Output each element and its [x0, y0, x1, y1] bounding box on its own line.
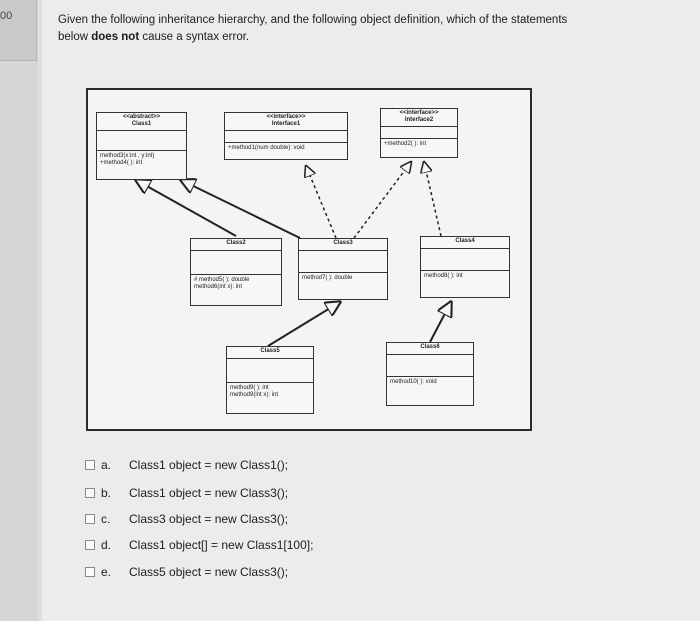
option-a[interactable]: a. Class1 object = new Class1(); — [85, 458, 288, 472]
option-d-text: Class1 object[] = new Class1[100]; — [129, 538, 314, 552]
uml-diagram: <<abstract>> Class1 method3(x:int , y:in… — [86, 88, 532, 431]
inherit-class6-class4 — [429, 302, 451, 343]
class1-method2: +method4( ): int — [100, 160, 143, 166]
question-tab[interactable] — [0, 0, 37, 61]
class2-box: Class2 # method5( ): double method6(int … — [190, 238, 282, 306]
class1-stereotype: <<abstract>> — [122, 114, 161, 120]
interface2-box: <<interface>> Interface2 +method2( ): in… — [380, 108, 458, 158]
option-b-text: Class1 object = new Class3(); — [129, 486, 289, 500]
class3-box: Class3 method7( ): double — [298, 238, 388, 300]
option-e-letter: e. — [101, 565, 112, 579]
class4-name: Class4 — [455, 238, 475, 244]
class2-method1: # method5( ): double — [194, 277, 250, 283]
option-e-radio[interactable] — [85, 567, 95, 577]
class6-method1: method10( ): void — [390, 379, 437, 385]
interface1-name: Interface1 — [271, 120, 301, 127]
option-a-radio[interactable] — [85, 460, 95, 470]
option-d[interactable]: d. Class1 object[] = new Class1[100]; — [85, 538, 313, 552]
interface2-method1: +method2( ): int — [384, 141, 427, 147]
option-b-letter: b. — [101, 486, 112, 500]
implements-class3-iface1 — [306, 166, 337, 239]
question-text-pre: Given the following inheritance hierarch… — [58, 14, 568, 43]
inherit-class5-class3 — [267, 302, 340, 347]
question-number: 00 — [0, 10, 13, 22]
left-strip: 00 — [0, 0, 38, 621]
interface1-stereotype: <<interface>> — [266, 114, 306, 120]
interface2-name: Interface2 — [404, 116, 434, 123]
inherit-class3-class1 — [181, 180, 301, 239]
option-c[interactable]: c. Class3 object = new Class3(); — [85, 512, 288, 526]
option-b[interactable]: b. Class1 object = new Class3(); — [85, 486, 288, 500]
implements-class3-iface2 — [353, 162, 411, 239]
option-d-letter: d. — [101, 538, 112, 552]
class5-method1: method9( ): int — [230, 385, 269, 391]
class5-box: Class5 method9( ): int method9(int x): i… — [226, 346, 314, 414]
interface2-stereotype: <<interface>> — [399, 110, 439, 116]
option-c-radio[interactable] — [85, 514, 95, 524]
option-b-radio[interactable] — [85, 488, 95, 498]
uml-connectors — [88, 90, 534, 347]
option-e[interactable]: e. Class5 object = new Class3(); — [85, 565, 288, 579]
question-text-post: cause a syntax error. — [139, 31, 250, 43]
class4-method1: method8( ): int — [424, 273, 463, 279]
interface1-box: <<interface>> Interface1 +method1(num do… — [224, 112, 348, 160]
class5-method2: method9(int x): int — [230, 392, 279, 398]
option-d-radio[interactable] — [85, 540, 95, 550]
inherit-class2-class1 — [136, 180, 237, 237]
implements-class4-iface2 — [424, 162, 442, 237]
class3-name: Class3 — [333, 240, 353, 246]
class6-box: Class6 method10( ): void — [386, 342, 474, 406]
class4-box: Class4 method8( ): int — [420, 236, 510, 298]
class6-name: Class6 — [420, 344, 440, 350]
class3-method1: method7( ): double — [302, 275, 353, 281]
class1-method1: method3(x:int , y:int) — [100, 153, 155, 159]
class1-box: <<abstract>> Class1 method3(x:int , y:in… — [96, 112, 187, 180]
option-a-letter: a. — [101, 458, 112, 472]
option-a-text: Class1 object = new Class1(); — [129, 458, 289, 472]
option-c-text: Class3 object = new Class3(); — [129, 512, 289, 526]
class2-method2: method6(int x): int — [194, 284, 243, 290]
interface1-method1: +method1(num double): void — [228, 145, 305, 151]
option-c-letter: c. — [101, 512, 111, 526]
class1-name: Class1 — [131, 120, 152, 127]
class5-name: Class5 — [260, 348, 280, 354]
question-text-bold: does not — [91, 31, 140, 43]
class2-name: Class2 — [226, 240, 246, 246]
option-e-text: Class5 object = new Class3(); — [129, 565, 289, 579]
question-text: Given the following inheritance hierarch… — [58, 12, 578, 46]
